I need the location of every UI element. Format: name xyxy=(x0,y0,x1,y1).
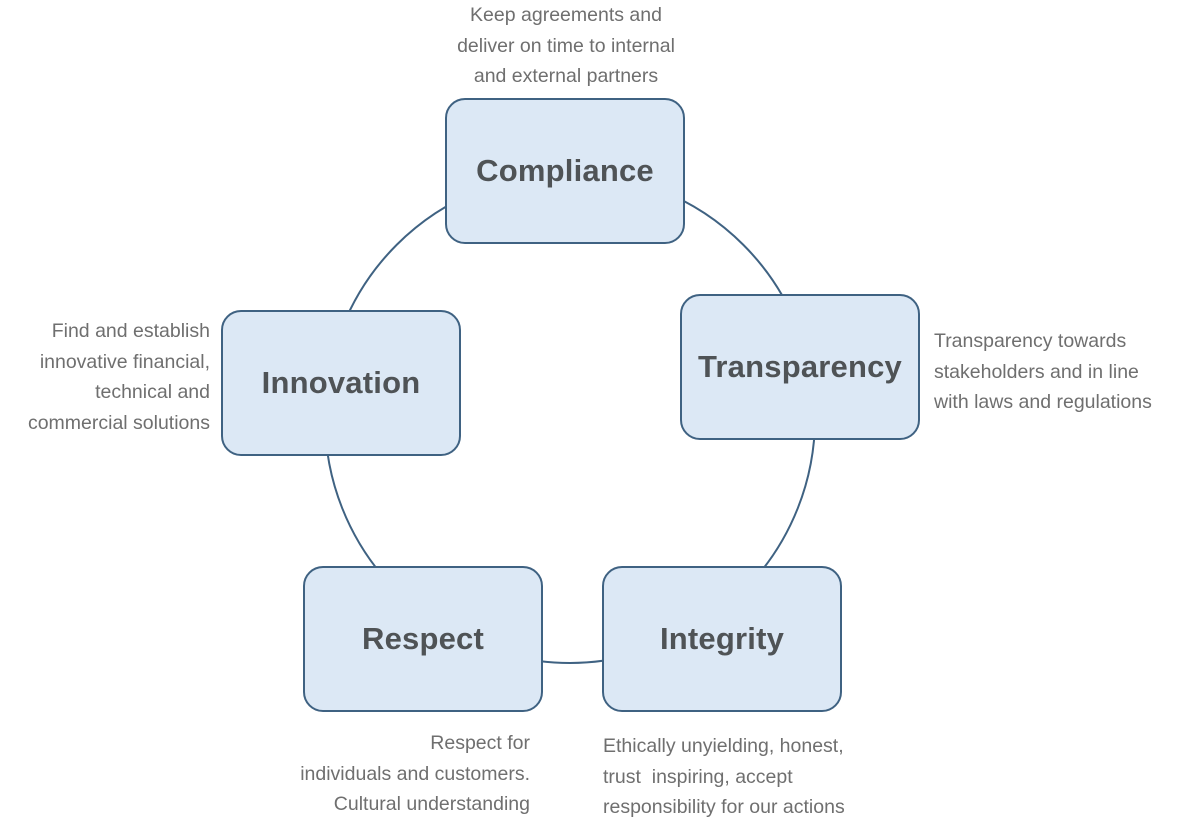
node-transparency: Transparency xyxy=(680,294,920,440)
description-respect: Respect for individuals and customers. C… xyxy=(300,732,530,815)
node-transparency-label: Transparency xyxy=(697,349,902,384)
description-integrity: Ethically unyielding, honest, trust insp… xyxy=(603,735,845,818)
description-transparency: Transparency towards stakeholders and in… xyxy=(934,330,1152,413)
node-compliance-label: Compliance xyxy=(476,153,654,188)
node-innovation-label: Innovation xyxy=(261,365,421,400)
node-compliance: Compliance xyxy=(445,98,685,244)
node-integrity-label: Integrity xyxy=(659,621,785,656)
description-innovation: Find and establish innovative financial,… xyxy=(27,320,210,434)
node-integrity: Integrity xyxy=(602,566,842,712)
description-compliance: Keep agreements and deliver on time to i… xyxy=(457,4,675,87)
node-respect: Respect xyxy=(303,566,543,712)
node-respect-label: Respect xyxy=(361,621,484,656)
node-innovation: Innovation xyxy=(221,310,461,456)
